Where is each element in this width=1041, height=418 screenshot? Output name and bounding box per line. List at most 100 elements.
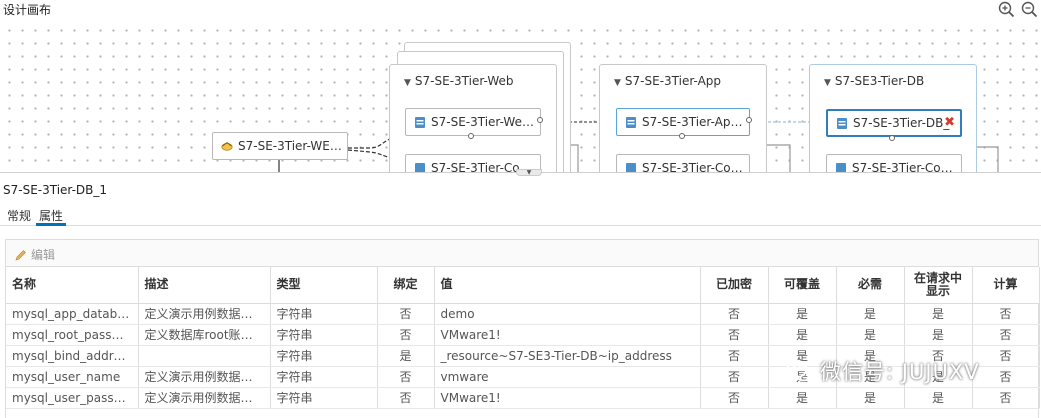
col-header-encrypted[interactable]: 已加密 [700, 267, 769, 304]
properties-table-panel: 编辑 名称 描述 类型 绑定 值 已加密 可覆盖 必需 在请求中显示 计算 my… [5, 239, 1040, 418]
network-node[interactable]: S7-SE-3Tier-WE… [212, 132, 348, 160]
cell-type: 字符串 [270, 366, 378, 388]
cell-encrypted: 否 [700, 387, 769, 409]
cell-description: 定义数据库root账户… [138, 324, 271, 346]
design-canvas[interactable]: S7-SE-3Tier-WE… ▼S7-SE-3Tier-Web S7-SE-3… [0, 20, 1041, 173]
cell-computed: 否 [972, 345, 1040, 367]
tab-general[interactable]: 常规 [7, 209, 32, 223]
col-header-value[interactable]: 值 [434, 267, 701, 304]
web-machine-node[interactable]: S7-SE-3Tier-We… [405, 108, 541, 136]
web-node-port[interactable] [537, 117, 543, 123]
web-component-node[interactable]: S7-SE-3Tier-Co… [405, 154, 541, 172]
cell-required: 是 [836, 303, 905, 325]
cell-show-in-request: 是 [904, 366, 973, 388]
col-header-name[interactable]: 名称 [6, 267, 139, 304]
cell-show-in-request: 是 [904, 324, 973, 346]
properties-table: 名称 描述 类型 绑定 值 已加密 可覆盖 必需 在请求中显示 计算 mysql… [6, 267, 1040, 409]
db-group-title[interactable]: ▼S7-SE3-Tier-DB [824, 74, 925, 88]
edit-label: 编辑 [31, 248, 56, 262]
cell-required: 是 [836, 366, 905, 388]
cell-name: mysql_app_databa… [6, 303, 139, 325]
wechat-watermark: 微信号: JUJUXV [786, 356, 980, 386]
cell-show-in-request: 是 [904, 303, 973, 325]
cell-description: 定义演示用例数据库… [138, 366, 271, 388]
web-group-title[interactable]: ▼S7-SE-3Tier-Web [404, 74, 514, 88]
cell-required: 是 [836, 345, 905, 367]
cell-binding: 是 [377, 345, 435, 367]
cell-show-in-request: 是 [904, 387, 973, 409]
cell-name: mysql_user_passw… [6, 387, 139, 409]
app-group-title[interactable]: ▼S7-SE-3Tier-App [614, 74, 722, 88]
cell-type: 字符串 [270, 324, 378, 346]
cell-overridable: 是 [768, 303, 837, 325]
cell-computed: 否 [972, 366, 1040, 388]
database-icon [415, 117, 425, 128]
cell-description [138, 345, 271, 367]
cell-type: 字符串 [270, 345, 378, 367]
col-header-computed[interactable]: 计算 [972, 267, 1040, 304]
cell-value: demo [434, 303, 701, 325]
cell-encrypted: 否 [700, 303, 769, 325]
col-header-description[interactable]: 描述 [138, 267, 271, 304]
edit-button[interactable]: 编辑 [15, 246, 55, 263]
cell-show-in-request: 否 [904, 345, 973, 367]
cell-type: 字符串 [270, 387, 378, 409]
col-header-type[interactable]: 类型 [270, 267, 378, 304]
zoom-out-icon[interactable] [1021, 1, 1038, 18]
cell-value: vmware [434, 366, 701, 388]
table-header-row: 名称 描述 类型 绑定 值 已加密 可覆盖 必需 在请求中显示 计算 [6, 267, 1040, 304]
canvas-title: 设计画布 [3, 3, 52, 17]
properties-toolbar: 编辑 [6, 240, 1038, 267]
db-component-node[interactable]: S7-SE-3Tier-Co… [826, 154, 962, 172]
app-component-node[interactable]: S7-SE-3Tier-Co… [616, 154, 750, 172]
col-header-show-in-request[interactable]: 在请求中显示 [904, 267, 973, 304]
cell-encrypted: 否 [700, 345, 769, 367]
cell-binding: 否 [377, 366, 435, 388]
cell-overridable: 是 [768, 345, 837, 367]
cell-value: _resource~S7-SE3-Tier-DB~ip_address [434, 345, 701, 367]
web-node-bottom-port[interactable] [468, 133, 474, 139]
col-header-binding[interactable]: 绑定 [377, 267, 435, 304]
cell-encrypted: 否 [700, 366, 769, 388]
database-icon [837, 118, 847, 129]
database-icon [626, 163, 636, 172]
properties-tabs: 常规 属性 [0, 206, 1041, 226]
app-node-port[interactable] [746, 117, 752, 123]
cell-name: mysql_root_passw… [6, 324, 139, 346]
database-icon [415, 163, 425, 172]
delete-icon[interactable]: ✖ [944, 115, 955, 130]
col-header-overridable[interactable]: 可覆盖 [768, 267, 837, 304]
panel-splitter-handle[interactable]: ▼ [516, 169, 542, 176]
tab-properties[interactable]: 属性 [36, 207, 67, 226]
cell-overridable: 是 [768, 387, 837, 409]
db-machine-node[interactable]: S7-SE-3Tier-DB_ ✖ [826, 109, 962, 137]
app-node-bottom-port[interactable] [679, 133, 685, 139]
wechat-icon [786, 360, 813, 382]
app-machine-node[interactable]: S7-SE-3Tier-Ap… [616, 108, 750, 136]
cell-value: VMware1! [434, 387, 701, 409]
cell-value: VMware1! [434, 324, 701, 346]
db-node-bottom-port[interactable] [889, 135, 895, 141]
properties-title: S7-SE-3Tier-DB_1 [3, 183, 108, 197]
col-header-required[interactable]: 必需 [836, 267, 905, 304]
database-icon [626, 117, 636, 128]
cell-description: 定义演示用例数据库… [138, 303, 271, 325]
cell-computed: 否 [972, 324, 1040, 346]
cell-binding: 否 [377, 303, 435, 325]
database-icon [836, 163, 846, 172]
cell-binding: 否 [377, 387, 435, 409]
cell-overridable: 是 [768, 324, 837, 346]
cell-computed: 否 [972, 387, 1040, 409]
cell-computed: 否 [972, 303, 1040, 325]
cell-binding: 否 [377, 324, 435, 346]
cell-type: 字符串 [270, 303, 378, 325]
cell-name: mysql_bind_address [6, 345, 139, 367]
pencil-icon [15, 249, 26, 260]
cell-required: 是 [836, 324, 905, 346]
zoom-in-icon[interactable] [998, 1, 1015, 18]
